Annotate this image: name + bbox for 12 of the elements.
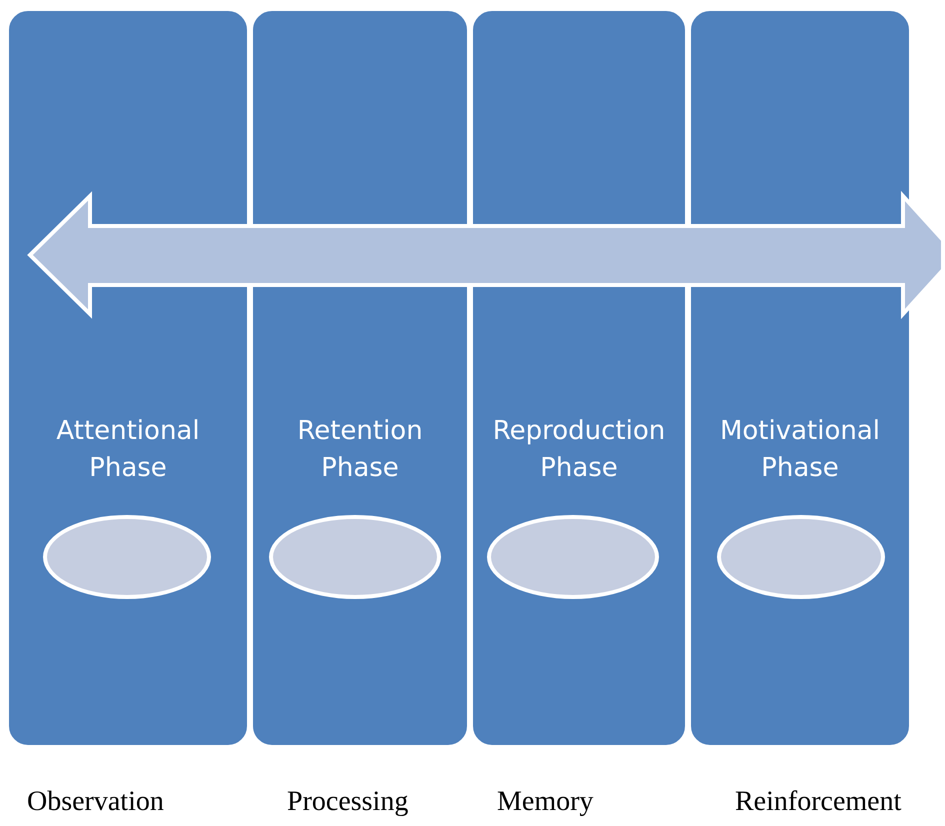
phase-title: Attentional Phase <box>56 415 200 485</box>
phase-title: Reproduction Phase <box>492 415 666 485</box>
phase-panel <box>6 8 250 748</box>
stage-label: Observation <box>27 786 164 818</box>
phase-title: Motivational Phase <box>720 415 880 485</box>
phase-title: Retention Phase <box>297 415 423 485</box>
stage-label: Processing <box>287 786 408 818</box>
stage-label: Reinforcement <box>735 786 902 818</box>
phase-panel <box>250 8 470 748</box>
stage-label: Memory <box>497 786 594 818</box>
phase-panel <box>470 8 688 748</box>
phase-panel <box>688 8 912 748</box>
